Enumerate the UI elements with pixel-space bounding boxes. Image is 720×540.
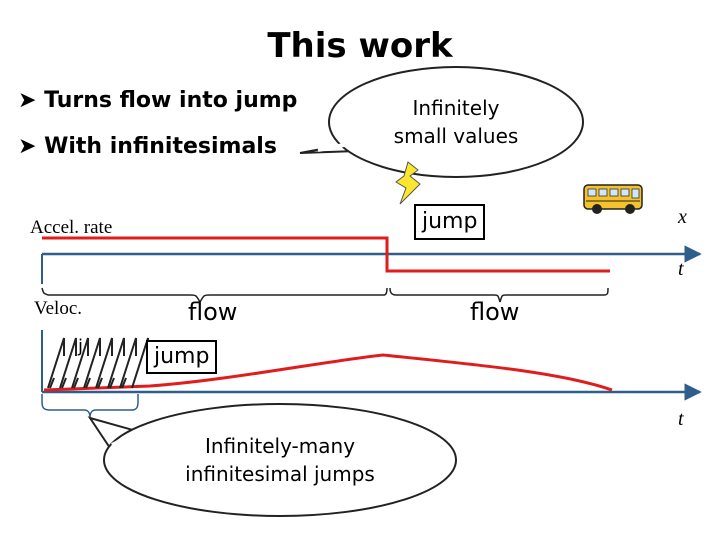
lower-plot bbox=[41, 330, 702, 419]
t-axis-label-lower: t bbox=[678, 408, 684, 430]
t-axis-label-upper: t bbox=[678, 258, 684, 280]
bullet-arrow-icon: ➤ bbox=[18, 134, 37, 159]
flow-label-left: flow bbox=[188, 298, 238, 326]
flow-label-right: flow bbox=[470, 298, 520, 326]
bus-icon bbox=[583, 184, 643, 214]
accel-rate-label: Accel. rate bbox=[30, 217, 113, 238]
bullet-arrow-icon: ➤ bbox=[18, 88, 37, 113]
jump-label-small: jump bbox=[146, 340, 218, 374]
callout-bottom-text: Infinitely-many infinitesimal jumps bbox=[120, 432, 440, 488]
jump-label-top: jump bbox=[414, 204, 486, 240]
lightning-icon bbox=[395, 161, 421, 205]
accel-signal-line bbox=[42, 236, 610, 273]
bullet-text: Turns flow into jump bbox=[44, 88, 298, 113]
j-label: j bbox=[78, 336, 84, 357]
flow-brace-left bbox=[41, 287, 201, 303]
callout-bottom-line-1: Infinitely-many bbox=[204, 434, 356, 458]
velocity-signal-line bbox=[43, 353, 613, 392]
callout-bubble-top bbox=[299, 66, 584, 178]
velocity-label: Veloc. bbox=[34, 298, 83, 319]
bullet-item-1: ➤ Turns flow into jump bbox=[18, 88, 297, 113]
callout-top-line-2: small values bbox=[393, 124, 519, 148]
x-axis-label: x bbox=[678, 206, 687, 228]
zigzag-jumps bbox=[47, 337, 149, 389]
callout-top-line-1: Infinitely bbox=[412, 96, 500, 120]
flow-brace-right bbox=[389, 287, 501, 303]
slide-title: This work bbox=[267, 26, 453, 66]
callout-bubble-bottom bbox=[87, 403, 457, 517]
jumps-brace bbox=[41, 394, 139, 419]
callout-bottom-line-2: infinitesimal jumps bbox=[185, 462, 375, 486]
upper-plot bbox=[41, 236, 702, 303]
callout-top-text: Infinitely small values bbox=[340, 94, 572, 150]
bullet-text: With infinitesimals bbox=[44, 134, 277, 159]
bullet-item-2: ➤ With infinitesimals bbox=[18, 134, 277, 159]
